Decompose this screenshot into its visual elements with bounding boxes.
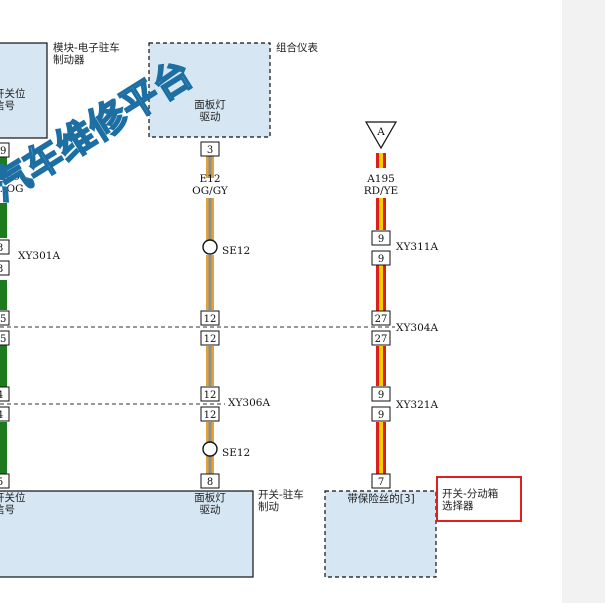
red-pin-number: 9 — [378, 410, 384, 421]
instrument-cluster-box — [148, 42, 271, 138]
fused-box — [324, 490, 437, 578]
green-pin-number: 19 — [0, 146, 6, 157]
splice-se12-top — [202, 239, 218, 255]
instrument-cluster-label: 组合仪表 — [276, 41, 318, 54]
orange-pin — [200, 473, 220, 489]
green-pin — [0, 260, 10, 276]
orange-wire-segment-stripe — [208, 255, 212, 310]
splice-se12-top-label: SE12 — [222, 245, 250, 257]
fused-box-inner: 带保险丝的[3] — [347, 492, 414, 505]
orange-wire-segment-stripe — [208, 198, 212, 240]
transfer-case-switch-label: 开关-分动箱选择器 — [442, 487, 498, 512]
connector-xy311a: XY311A — [396, 241, 438, 253]
orange-pin — [200, 330, 220, 346]
orange-wire-segment-stripe — [208, 156, 212, 178]
circuit-ref-triangle — [364, 121, 398, 150]
orange-pin — [200, 310, 220, 326]
green-pin-number: 8 — [0, 243, 3, 254]
red-pin-number: 7 — [378, 477, 384, 488]
green-pin — [0, 473, 10, 489]
green-pin-number: 8 — [0, 264, 3, 275]
green-pin — [0, 310, 10, 326]
red-pin-number: 27 — [375, 314, 388, 325]
connector-xy306a: XY306A — [228, 397, 270, 409]
red-pin-number: 27 — [375, 334, 388, 345]
red-pin — [371, 310, 391, 326]
red-pin-number: 9 — [378, 234, 384, 245]
red-wire-segment-stripe — [379, 422, 383, 474]
orange-wire-name: E12 — [199, 173, 220, 185]
red-pin-number: 9 — [378, 254, 384, 265]
red-wire-name: A195 — [366, 173, 395, 185]
circuit-ref-letter: A — [376, 126, 385, 138]
green-pin-number: 35 — [0, 314, 6, 325]
green-pin-number: 5 — [0, 477, 3, 488]
green-pin — [0, 406, 10, 422]
orange-wire-color-code: OG/GY — [192, 185, 229, 197]
instrument-cluster-inner: 面板灯驱动 — [194, 98, 226, 123]
green-pin-number: 4 — [0, 390, 3, 401]
orange-pin — [200, 386, 220, 402]
connector-xy304a: XY304A — [396, 322, 438, 334]
green-wire-color-code: …OG — [0, 183, 24, 195]
splice-se12-bottom-label: SE12 — [222, 447, 250, 459]
parking-brake-module-box — [0, 42, 48, 139]
red-wire-segment-stripe — [379, 346, 383, 386]
orange-pin-number: 12 — [204, 410, 217, 421]
splice-se12-bottom — [202, 441, 218, 457]
orange-pin-number: 3 — [207, 145, 213, 156]
orange-wire-segment-stripe — [208, 422, 212, 442]
green-pin-number: 35 — [0, 334, 6, 345]
parking-brake-switch-label: 开关-驻车制动 — [258, 488, 304, 513]
green-wire-segment — [0, 422, 7, 474]
red-pin — [371, 386, 391, 402]
red-pin — [371, 250, 391, 266]
orange-pin-number: 12 — [204, 314, 217, 325]
red-pin-number: 9 — [378, 390, 384, 401]
connector-xy321a: XY321A — [396, 399, 438, 411]
red-pin — [371, 330, 391, 346]
connector-xy301a: XY301A — [18, 250, 60, 262]
red-wire-segment-stripe — [379, 265, 383, 312]
red-pin — [371, 406, 391, 422]
parking-brake-module-label: 模块-电子驻车制动器 — [53, 41, 120, 66]
transfer-case-highlight-box — [436, 476, 522, 522]
green-wire-segment — [0, 280, 7, 310]
red-wire-color-code: RD/YE — [364, 185, 398, 197]
green-pin — [0, 239, 10, 255]
green-pin — [0, 330, 10, 346]
red-wire-segment-stripe — [379, 153, 383, 168]
red-pin — [371, 473, 391, 489]
orange-wire-segment-stripe — [208, 456, 212, 474]
green-pin — [0, 142, 10, 158]
green-pin-number: 4 — [0, 410, 3, 421]
red-pin — [371, 230, 391, 246]
parking-brake-switch-inner-left: 开关位信号 — [0, 491, 26, 516]
orange-wire-segment-stripe — [208, 346, 212, 386]
green-wire-segment — [0, 203, 7, 238]
parking-brake-module-inner: 开关位信号 — [0, 87, 26, 112]
page-edge — [562, 0, 605, 603]
orange-pin — [200, 141, 220, 157]
parking-brake-switch-inner-right: 面板灯驱动 — [194, 491, 226, 516]
green-wire-segment — [0, 152, 7, 177]
parking-brake-switch-box — [0, 490, 254, 578]
green-wire-segment — [0, 345, 7, 390]
red-wire-segment-stripe — [379, 198, 383, 230]
orange-pin-number: 12 — [204, 390, 217, 401]
orange-pin-number: 8 — [207, 477, 213, 488]
green-pin — [0, 386, 10, 402]
orange-pin-number: 12 — [204, 334, 217, 345]
green-wire-name: …60 — [0, 171, 20, 183]
orange-pin — [200, 406, 220, 422]
